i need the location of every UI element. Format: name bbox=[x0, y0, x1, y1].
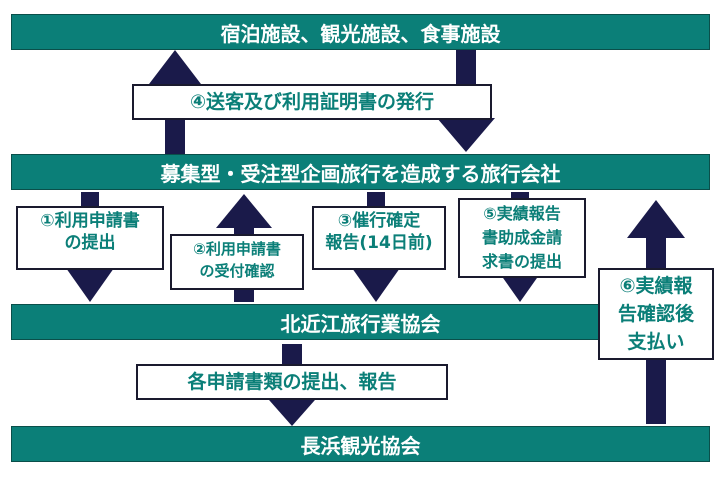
band-kitaomi-travel-association: 北近江旅行業協会 bbox=[11, 304, 710, 340]
label-step6-payment-after-confirmation: ⑥実績報 告確認後 支払い bbox=[598, 268, 714, 360]
label-step4-send-customers: ④送客及び利用証明書の発行 bbox=[132, 84, 492, 120]
label-step3-confirm-operation: ③催行確定 報告(14日前) bbox=[312, 206, 446, 270]
band-travel-agency: 募集型・受注型企画旅行を造成する旅行会社 bbox=[11, 154, 710, 190]
band-nagahama-tourism-association: 長浜観光協会 bbox=[11, 426, 710, 462]
label-step2-receipt-confirmation: ②利用申請書 の受付確認 bbox=[170, 234, 304, 290]
label-step1-submit-application: ①利用申請書 の提出 bbox=[16, 206, 164, 270]
band-facilities: 宿泊施設、観光施設、食事施設 bbox=[11, 14, 710, 50]
label-step5-submit-report-claim: ⑤実績報告 書助成金請 求書の提出 bbox=[458, 198, 586, 278]
label-submit-documents-report: 各申請書類の提出、報告 bbox=[136, 364, 448, 400]
